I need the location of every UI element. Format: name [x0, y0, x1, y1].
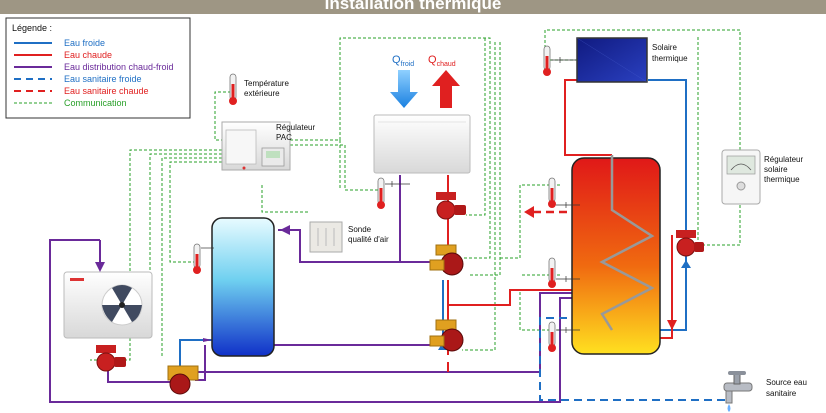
- flow-arrow-left-icon: [280, 225, 290, 235]
- temp-ext-label-line1: Température: [244, 79, 289, 88]
- q-froid-sub: froid: [401, 61, 415, 68]
- pac-regulator: [221, 121, 291, 171]
- fan-icon: [102, 285, 142, 322]
- reg-solaire-label-line1: Régulateur: [764, 155, 803, 164]
- solar-panel: [576, 37, 648, 83]
- temp-ext-label-line2: extérieure: [244, 89, 280, 98]
- source-label-line2: sanitaire: [766, 389, 797, 398]
- legend-item-sanitaire-chaude: Eau sanitaire chaude: [64, 86, 149, 96]
- legend-heading: Légende :: [12, 23, 52, 33]
- solar-flow-arrow-up-icon: [681, 260, 691, 268]
- q-froid-indicator: Qfroid: [390, 54, 418, 108]
- outdoor-thermometer-icon: [229, 73, 237, 105]
- three-way-valve-lower: [429, 319, 464, 352]
- reg-solaire-label-line3: thermique: [764, 175, 800, 184]
- reg-solaire-label-line2: solaire: [764, 165, 788, 174]
- water-tap-icon: [723, 371, 753, 412]
- solar-regulator: [721, 149, 761, 205]
- legend: Légende : Eau froide Eau chaude Eau dist…: [5, 17, 191, 119]
- source-label-line1: Source eau: [766, 378, 807, 387]
- three-way-valve-upper: [429, 244, 464, 276]
- regulateur-pac-label-line2: PAC: [276, 133, 292, 142]
- buffer-tank: [211, 217, 275, 357]
- flow-arrow-down-icon: [95, 262, 105, 272]
- solaire-label-line1: Solaire: [652, 43, 677, 52]
- flow-arrow-right-icon: [203, 338, 212, 342]
- pac-indoor-unit: [373, 114, 471, 174]
- cold-arrow-down-icon: [390, 70, 418, 108]
- solar-circulator: [676, 230, 704, 257]
- legend-item-sanitaire-froide: Eau sanitaire froide: [64, 74, 142, 84]
- heat-pump-outdoor-unit: [63, 271, 153, 339]
- sonde-label-line2: qualité d'air: [348, 235, 389, 244]
- pac-unit-thermometer-icon: [377, 177, 410, 209]
- solar-flow-arrow-down-icon: [667, 320, 677, 330]
- three-way-valve-left: [167, 365, 199, 395]
- q-chaud-sub: chaud: [437, 61, 456, 68]
- tank-thermometer-top-icon: [548, 177, 580, 208]
- hot-arrow-up-icon: [432, 70, 460, 108]
- buffer-tank-thermometer-icon: [193, 243, 214, 274]
- legend-item-eau-chaude: Eau chaude: [64, 50, 112, 60]
- sonde-label-line1: Sonde: [348, 225, 372, 234]
- q-froid-main: Q: [392, 54, 401, 66]
- title-bar: [0, 0, 826, 14]
- solaire-label-line2: thermique: [652, 54, 688, 63]
- legend-item-communication: Communication: [64, 98, 127, 108]
- legend-item-eau-froide: Eau froide: [64, 38, 105, 48]
- circulator-pump-top: [436, 192, 466, 220]
- solar-coil: [599, 155, 655, 331]
- diagram-title: Installation thermique: [325, 0, 502, 13]
- solar-thermometer-icon: [543, 45, 576, 76]
- tank-thermometer-bottom-icon: [548, 321, 580, 352]
- regulateur-pac-label-line1: Régulateur: [276, 123, 315, 132]
- hot-water-storage-tank: [571, 155, 661, 355]
- air-quality-sensor: [309, 221, 343, 253]
- sanitary-cold-pipe: [539, 317, 725, 401]
- svg-text:Qchaud: Qchaud: [428, 54, 456, 68]
- q-chaud-main: Q: [428, 54, 437, 66]
- tank-thermometer-middle-icon: [548, 257, 580, 288]
- legend-item-distribution: Eau distribution chaud-froid: [64, 62, 174, 72]
- heat-pump-circulator: [96, 345, 126, 372]
- svg-text:Qfroid: Qfroid: [392, 54, 414, 68]
- q-chaud-indicator: Qchaud: [428, 54, 460, 108]
